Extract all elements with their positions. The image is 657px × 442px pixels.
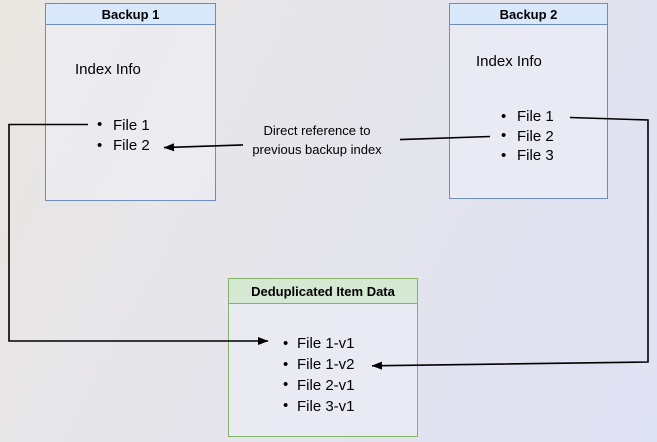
- list-item: File 1-v1: [283, 334, 355, 355]
- backup1-file-list: File 1 File 2: [97, 115, 150, 156]
- edge-label-direct-reference: Direct reference to previous backup inde…: [227, 121, 407, 159]
- edge-label-line1: Direct reference to: [263, 123, 371, 138]
- list-item: File 1: [501, 107, 554, 127]
- file-label: File 1-v1: [297, 335, 355, 353]
- backup2-file-list: File 1 File 2 File 3: [501, 107, 554, 166]
- list-item: File 3: [501, 146, 554, 166]
- file-label: File 3: [517, 147, 554, 165]
- file-label: File 1: [113, 116, 150, 134]
- list-item: File 3-v1: [283, 396, 355, 417]
- dedup-file-list: File 1-v1 File 1-v2 File 2-v1 File 3-v1: [283, 334, 355, 417]
- backup1-node: Backup 1 Index Info File 1 File 2: [45, 3, 216, 201]
- backup1-subtitle: Index Info: [75, 61, 141, 78]
- list-item: File 2: [97, 136, 150, 157]
- file-label: File 2: [113, 137, 150, 155]
- file-label: File 2: [517, 127, 554, 145]
- list-item: File 2-v1: [283, 375, 355, 396]
- file-label: File 1: [517, 108, 554, 126]
- backup2-subtitle: Index Info: [476, 53, 542, 70]
- list-item: File 1: [97, 115, 150, 136]
- list-item: File 2: [501, 127, 554, 147]
- backup1-title: Backup 1: [46, 4, 215, 25]
- dedup-node: Deduplicated Item Data File 1-v1 File 1-…: [228, 278, 418, 437]
- list-item: File 1-v2: [283, 354, 355, 375]
- edge-label-line2: previous backup index: [252, 142, 382, 157]
- backup2-node: Backup 2 Index Info File 1 File 2 File 3: [449, 3, 608, 199]
- backup2-title: Backup 2: [450, 4, 607, 25]
- file-label: File 1-v2: [297, 356, 355, 374]
- file-label: File 2-v1: [297, 376, 355, 394]
- file-label: File 3-v1: [297, 397, 355, 415]
- dedup-title: Deduplicated Item Data: [229, 279, 417, 304]
